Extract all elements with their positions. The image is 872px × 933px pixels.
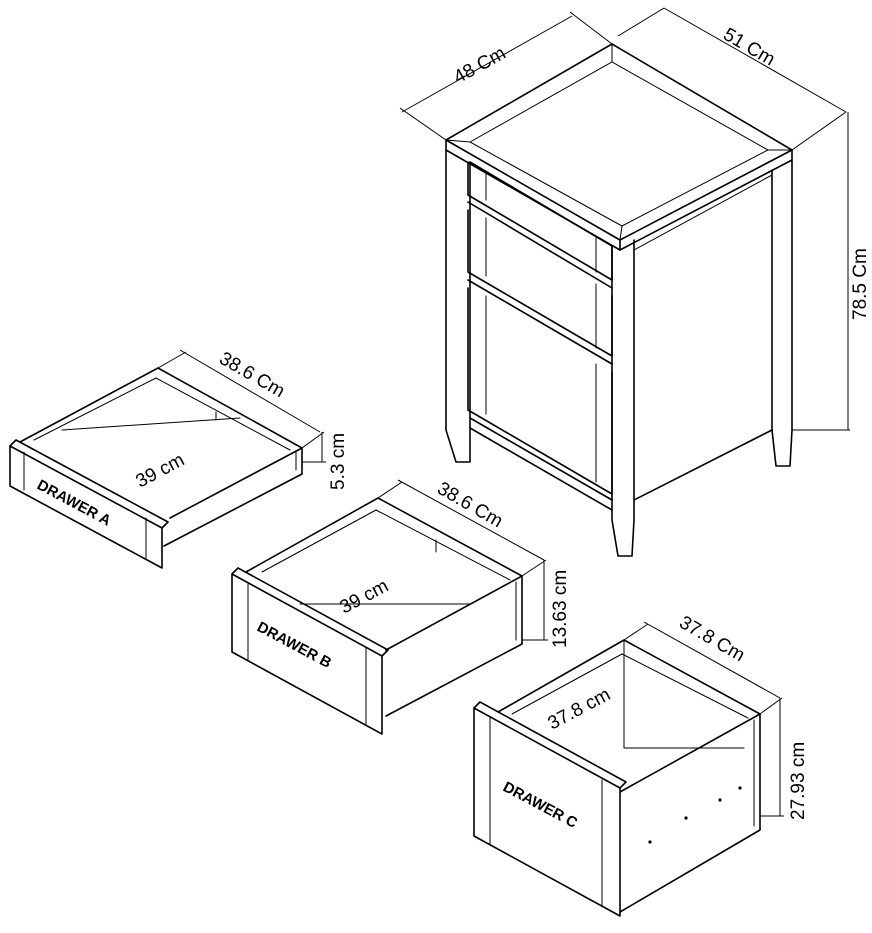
drawer-b-depth-label: 39 cm [336, 576, 392, 619]
drawer-c-depth-label: 37.8 cm [544, 684, 614, 734]
cabinet-width-label: 48 Cm [450, 43, 509, 89]
drawer-b-drawing: DRAWER B [231, 497, 523, 735]
drawer-a-dimensions: 38.6 Cm 39 cm 5.3 cm [132, 348, 349, 492]
drawer-a-width-label: 38.6 Cm [216, 348, 289, 402]
drawer-a-height-label: 5.3 cm [328, 433, 349, 490]
drawer-b-dimensions: 38.6 Cm 39 cm 13.63 cm [336, 478, 571, 648]
cabinet-depth-label: 51 Cm [720, 24, 779, 70]
drawer-c-width-label: 37.8 Cm [676, 612, 749, 666]
cabinet-height-label: 78.5 Cm [850, 248, 871, 320]
drawer-c-drawing: DRAWER C [473, 639, 761, 917]
drawer-a-depth-label: 39 cm [132, 450, 188, 493]
cabinet-drawing [445, 43, 793, 557]
drawer-c-height-label: 27.93 cm [788, 742, 809, 820]
drawer-b-height-label: 13.63 cm [550, 570, 571, 648]
